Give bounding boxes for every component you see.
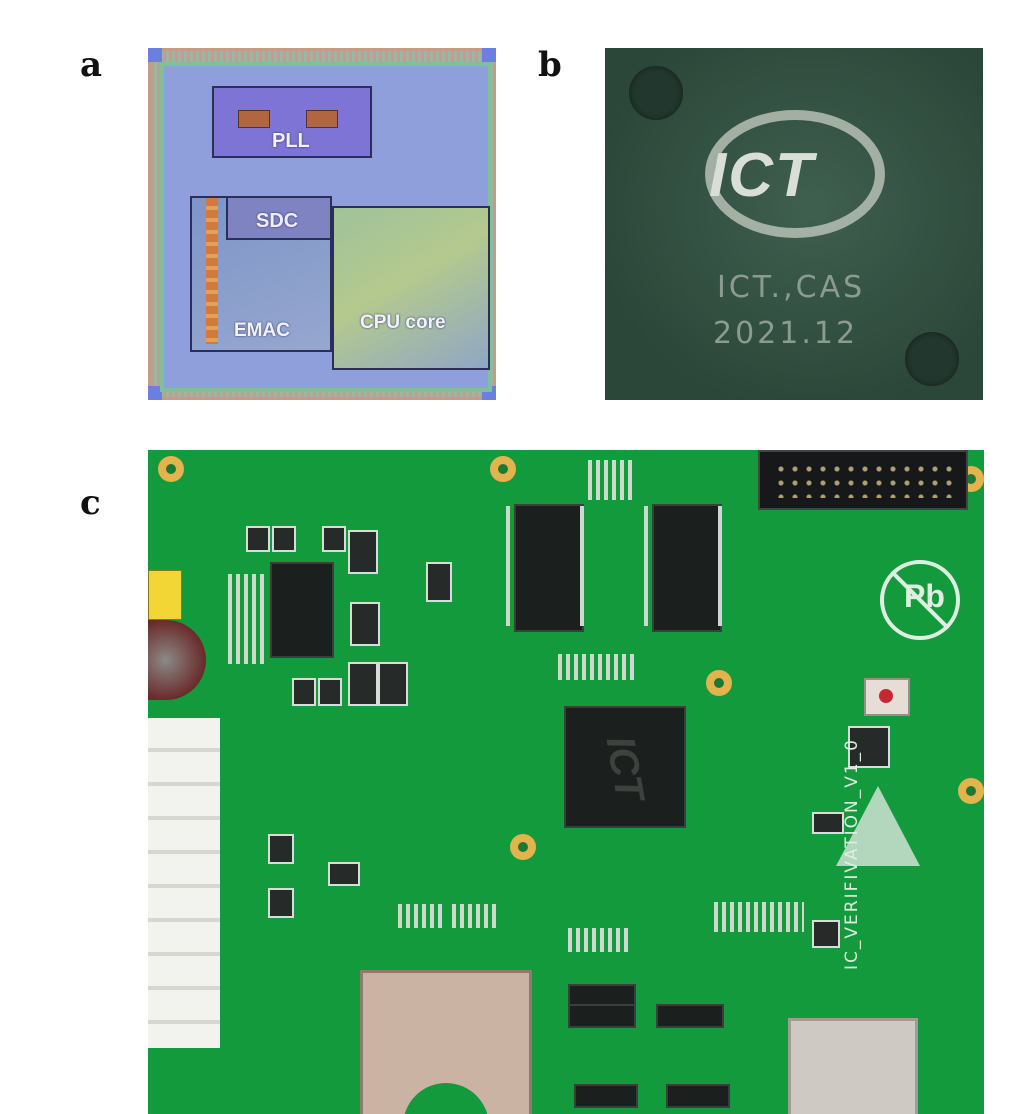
header-pins	[774, 462, 952, 498]
rj45-ethernet-port	[788, 1018, 918, 1114]
smd-component	[348, 530, 378, 574]
pin-jumper	[568, 1004, 636, 1028]
die-core-area: PLL SDC EMAC CPU core	[160, 62, 492, 392]
main-processor-chip	[564, 706, 686, 828]
memory-chip	[652, 504, 722, 632]
smd-component	[848, 726, 890, 768]
side-connector	[148, 718, 220, 1048]
lead-free-pb-text: Pb	[904, 578, 945, 614]
smd-component	[246, 526, 270, 552]
lead-free-circle	[880, 560, 960, 640]
chip-marking-date: 2021.12	[713, 316, 859, 351]
resistor-array	[568, 928, 628, 952]
ethernet-transformer	[270, 562, 334, 658]
smd-component	[318, 678, 342, 706]
mounting-hole	[510, 834, 536, 860]
smd-component	[268, 834, 294, 864]
smd-component	[268, 888, 294, 918]
sdc-label: SDC	[256, 210, 299, 232]
die-corner	[482, 48, 496, 62]
pin-jumper	[656, 1004, 724, 1028]
reset-button	[864, 678, 910, 716]
reset-button-cap	[879, 689, 893, 703]
ic-pins	[644, 506, 652, 626]
yellow-label-tag	[148, 570, 182, 620]
die-corner	[148, 386, 162, 400]
resistor-array	[398, 904, 444, 928]
smd-component	[328, 862, 360, 886]
pll-component	[238, 110, 270, 128]
resistor-array	[228, 574, 266, 664]
mounting-hole	[706, 670, 732, 696]
emac-io-strip	[206, 198, 218, 344]
cpu-core-label: CPU core	[360, 312, 446, 333]
cpu-core-block	[332, 206, 490, 370]
panel-label-b: b	[538, 45, 562, 85]
emac-label: EMAC	[234, 320, 290, 341]
resistor-array	[714, 902, 804, 932]
pin-header-connector	[758, 450, 968, 510]
ic-pins	[718, 506, 726, 626]
sd-card-slot	[360, 970, 532, 1114]
pll-label: PLL	[272, 130, 310, 152]
mounting-hole	[490, 456, 516, 482]
smd-component	[812, 920, 840, 948]
panel-label-a: a	[80, 45, 103, 85]
resistor-array	[452, 904, 498, 928]
pin-jumper	[666, 1084, 730, 1108]
resistor-array	[588, 460, 632, 500]
mounting-hole	[958, 778, 984, 804]
power-barrel-jack	[148, 620, 206, 700]
smd-component	[292, 678, 316, 706]
die-micrograph: PLL SDC EMAC CPU core	[148, 48, 496, 400]
pin-jumper	[574, 1084, 638, 1108]
mounting-hole	[158, 456, 184, 482]
smd-component	[348, 662, 378, 706]
pll-block	[212, 86, 372, 158]
smd-component	[378, 662, 408, 706]
ict-logo-text: ICT	[709, 141, 815, 210]
packaged-chip: ICT ICT.,CAS 2021.12	[605, 48, 983, 400]
pin1-marker	[629, 66, 683, 120]
smd-component	[322, 526, 346, 552]
pll-component	[306, 110, 338, 128]
die-corner	[148, 48, 162, 62]
sdc-block	[226, 196, 332, 240]
memory-chip	[514, 504, 584, 632]
ict-logo-ring	[705, 110, 885, 238]
panel-label-c: c	[80, 483, 101, 523]
corner-marker	[905, 332, 959, 386]
board-silkscreen-name: IC_VERIFIVATION_V1_0	[842, 738, 862, 970]
ic-pins	[506, 506, 514, 626]
smd-component	[350, 602, 380, 646]
chip-marking-org: ICT.,CAS	[717, 270, 866, 305]
resistor-array	[558, 654, 638, 680]
ic-pins	[580, 506, 588, 626]
pcb-board: ICT Pb IC_VERIFIVATION_V1_0	[148, 450, 984, 1114]
sd-slot-cutout	[403, 1083, 489, 1114]
smd-component	[272, 526, 296, 552]
smd-component	[426, 562, 452, 602]
esd-warning-icon	[836, 786, 920, 866]
